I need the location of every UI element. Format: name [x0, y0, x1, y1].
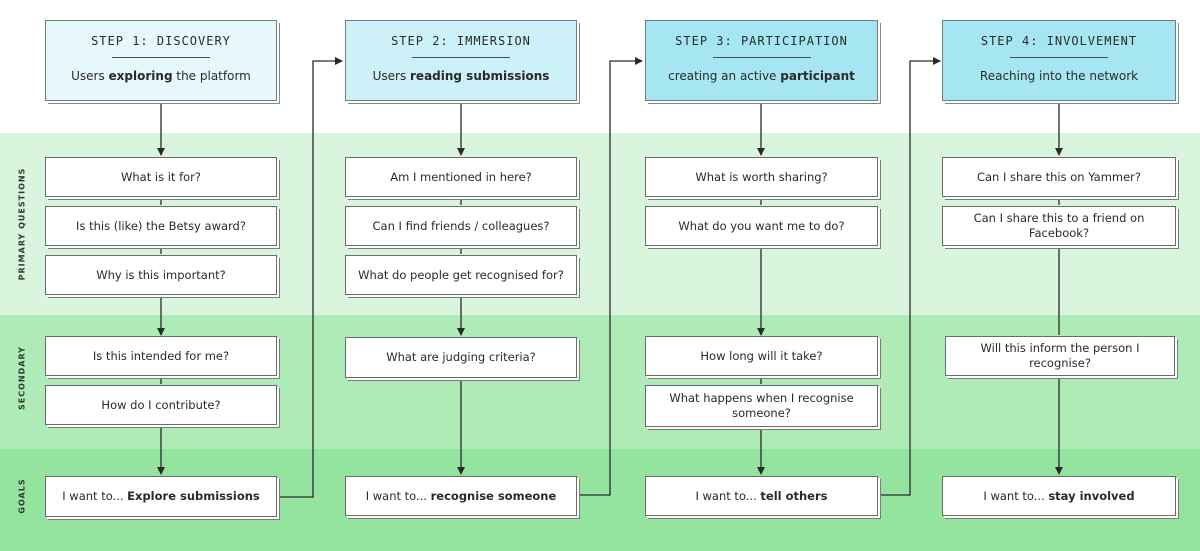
question-box: What do you want me to do?	[645, 206, 878, 246]
divider	[412, 57, 510, 58]
step-4-header: STEP 4: INVOLVEMENT Reaching into the ne…	[942, 20, 1176, 101]
divider	[1010, 57, 1108, 58]
step-2-header: STEP 2: IMMERSION Users reading submissi…	[345, 20, 577, 101]
secondary-question-box: What happens when I recognise someone?	[645, 385, 878, 427]
step-link	[580, 57, 643, 496]
goal-box: I want to... recognise someone	[345, 476, 577, 516]
step-1-title: STEP 1: DISCOVERY	[91, 34, 231, 48]
step-1-header: STEP 1: DISCOVERY Users exploring the pl…	[45, 20, 277, 101]
question-box: Why is this important?	[45, 255, 277, 295]
question-box: What do people get recognised for?	[345, 255, 577, 295]
step-3-subtitle: creating an active participant	[668, 69, 855, 83]
step-link	[880, 57, 941, 496]
secondary-question-box: How do I contribute?	[45, 385, 277, 425]
step-link	[280, 57, 343, 498]
question-box: What is worth sharing?	[645, 157, 878, 197]
step-1-subtitle: Users exploring the platform	[71, 69, 251, 83]
question-box: Can I share this to a friend on Facebook…	[942, 206, 1176, 246]
question-box: What is it for?	[45, 157, 277, 197]
step-2-subtitle: Users reading submissions	[372, 69, 550, 83]
goal-box: I want to... stay involved	[942, 476, 1176, 516]
step-4-subtitle: Reaching into the network	[979, 69, 1139, 83]
step-4-title: STEP 4: INVOLVEMENT	[980, 34, 1138, 48]
goal-box: I want to... tell others	[645, 476, 878, 516]
step-2-title: STEP 2: IMMERSION	[391, 34, 531, 48]
divider	[712, 57, 811, 58]
secondary-question-box: Will this inform the person I recognise?	[945, 336, 1175, 376]
divider	[112, 57, 210, 58]
step-3-title: STEP 3: PARTICIPATION	[675, 34, 848, 48]
question-box: Can I share this on Yammer?	[942, 157, 1176, 197]
secondary-question-box: How long will it take?	[645, 336, 878, 376]
question-box: Can I find friends / colleagues?	[345, 206, 577, 246]
question-box: Is this (like) the Betsy award?	[45, 206, 277, 246]
secondary-question-box: Is this intended for me?	[45, 336, 277, 376]
step-3-header: STEP 3: PARTICIPATION creating an active…	[645, 20, 878, 101]
question-box: Am I mentioned in here?	[345, 157, 577, 197]
goal-box: I want to... Explore submissions	[45, 476, 277, 517]
secondary-question-box: What are judging criteria?	[345, 337, 577, 378]
